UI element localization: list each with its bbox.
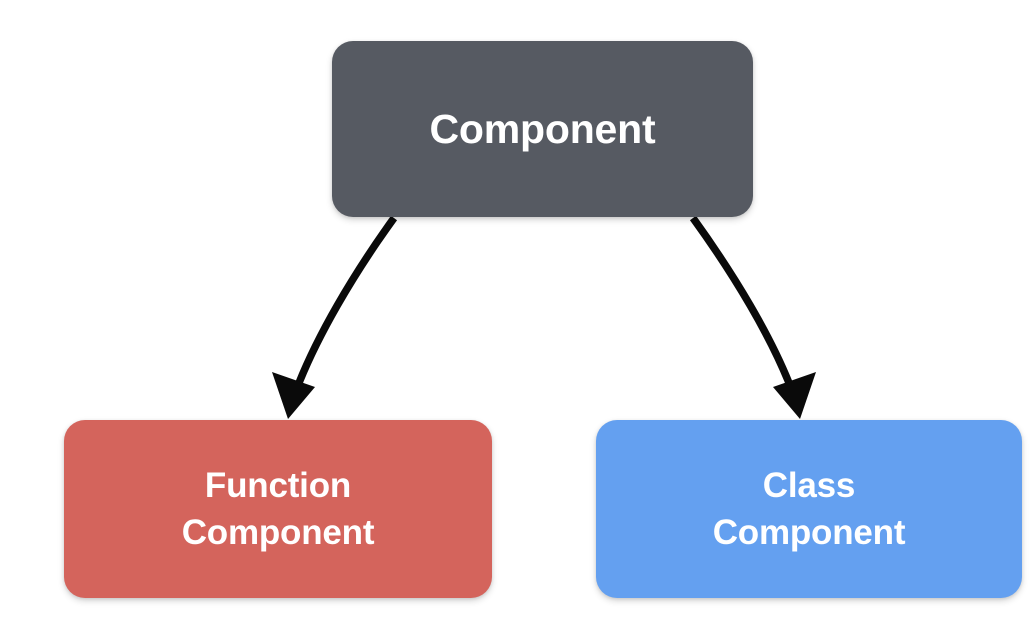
node-component[interactable]: Component [332,41,753,217]
edge-root-to-function-arrowhead [272,372,315,419]
node-function-component-label: Function Component [181,466,375,552]
node-component-label: Component [429,105,656,152]
edge-root-to-function-line [290,215,398,398]
node-class-component[interactable]: Class Component [596,420,1022,598]
edge-root-to-function [272,215,398,419]
node-class-component-label: Class Component [712,466,906,552]
edge-root-to-class [689,215,816,419]
edge-root-to-class-arrowhead [773,372,816,419]
edge-root-to-class-line [689,215,798,398]
node-function-component[interactable]: Function Component [64,420,492,598]
